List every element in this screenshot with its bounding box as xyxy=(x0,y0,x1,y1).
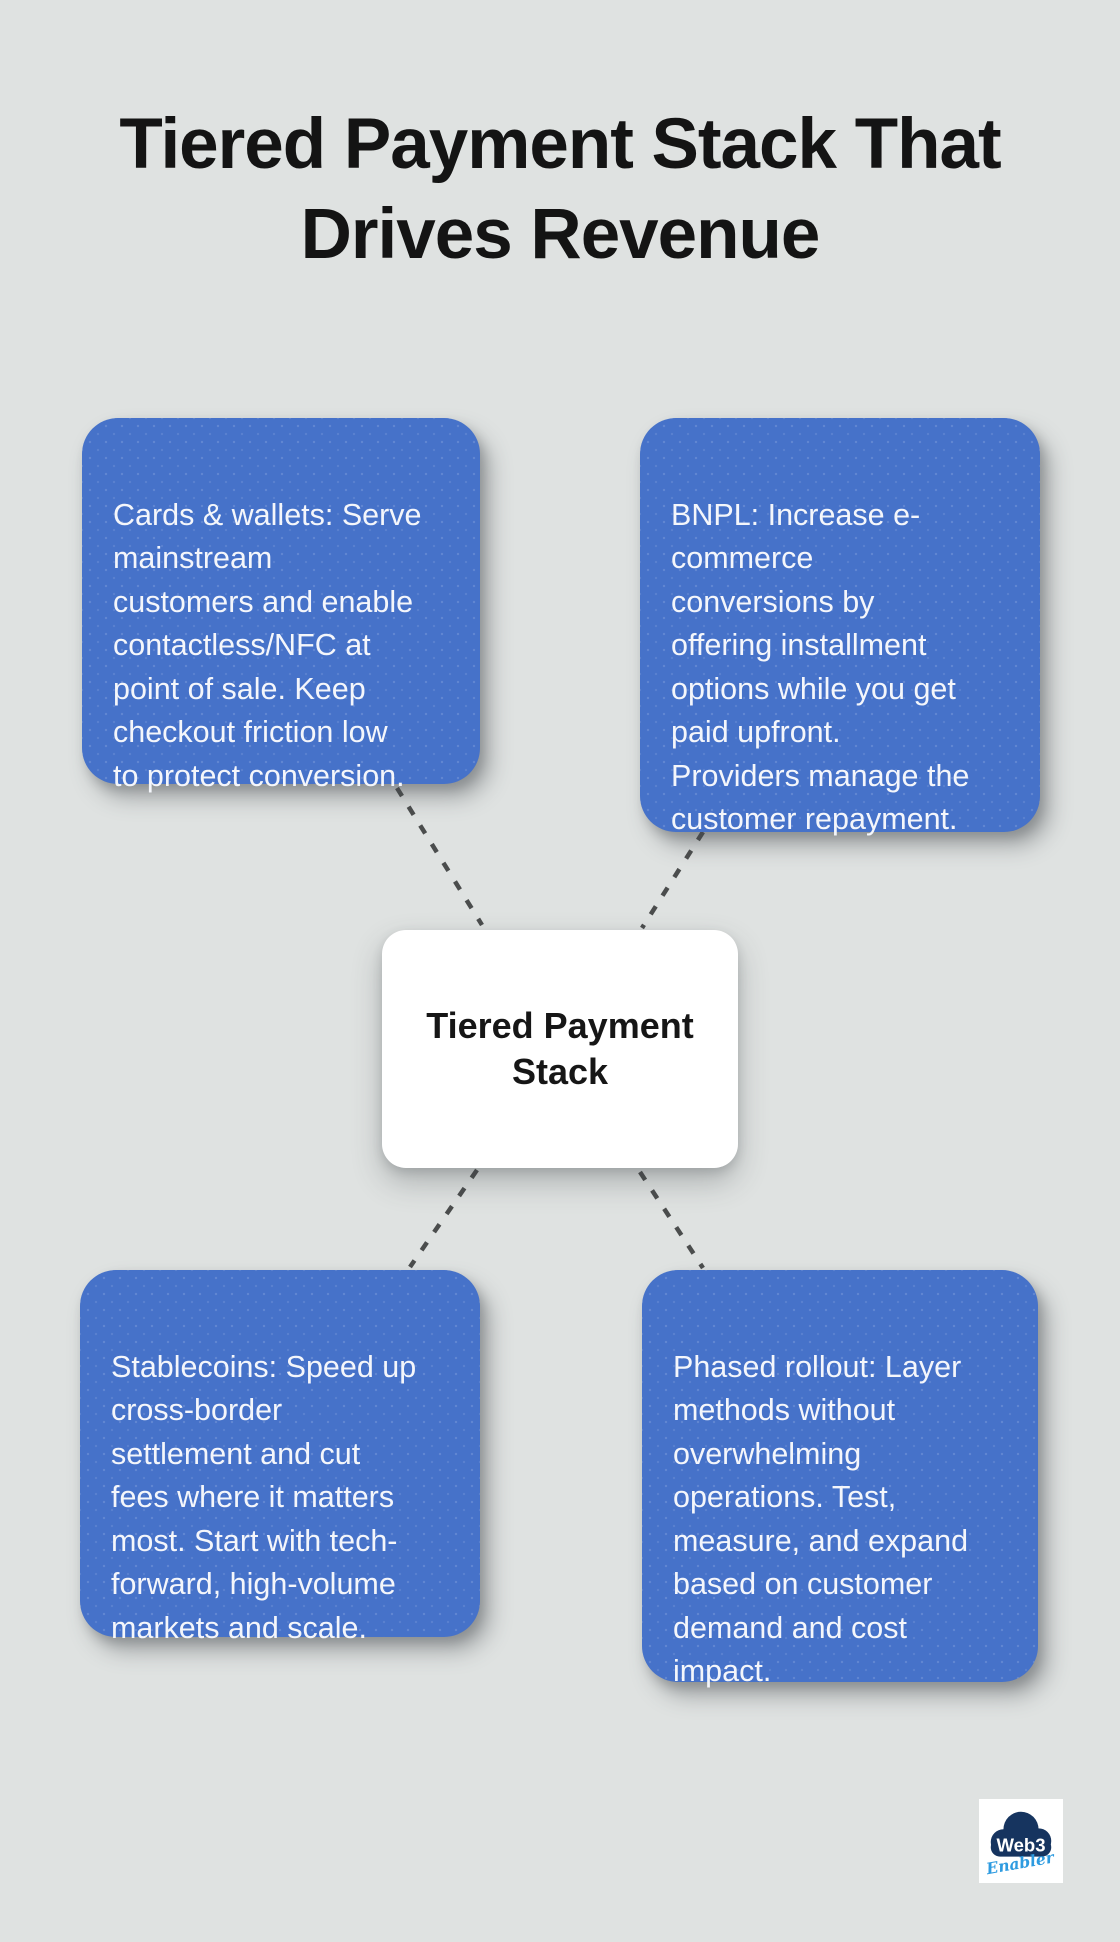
center-node-label: Tiered Payment Stack xyxy=(426,1005,694,1092)
center-node: Tiered Payment Stack xyxy=(382,930,738,1168)
connector-bottom-left xyxy=(408,1168,479,1269)
node-bnpl-text: BNPL: Increase e- commerce conversions b… xyxy=(671,497,970,837)
cloud-icon: Web3 Enabler xyxy=(984,1811,1057,1878)
connector-top-right xyxy=(640,830,705,930)
brand-logo: Web3 Enabler xyxy=(979,1799,1063,1883)
node-stablecoins: Stablecoins: Speed up cross-border settl… xyxy=(80,1270,480,1645)
connector-top-left xyxy=(395,786,484,927)
logo-name-text: Web3 xyxy=(996,1835,1045,1856)
node-phased-rollout: Phased rollout: Layer methods without ov… xyxy=(642,1270,1038,1688)
page-title: Tiered Payment Stack That Drives Revenue xyxy=(119,105,1001,274)
node-phased-rollout-text: Phased rollout: Layer methods without ov… xyxy=(673,1349,969,1689)
connector-bottom-right xyxy=(638,1170,705,1270)
node-cards-wallets: Cards & wallets: Serve mainstream custom… xyxy=(82,418,480,793)
node-cards-wallets-text: Cards & wallets: Serve mainstream custom… xyxy=(113,497,422,793)
node-bnpl: BNPL: Increase e- commerce conversions b… xyxy=(640,418,1040,836)
node-stablecoins-text: Stablecoins: Speed up cross-border settl… xyxy=(111,1349,417,1645)
